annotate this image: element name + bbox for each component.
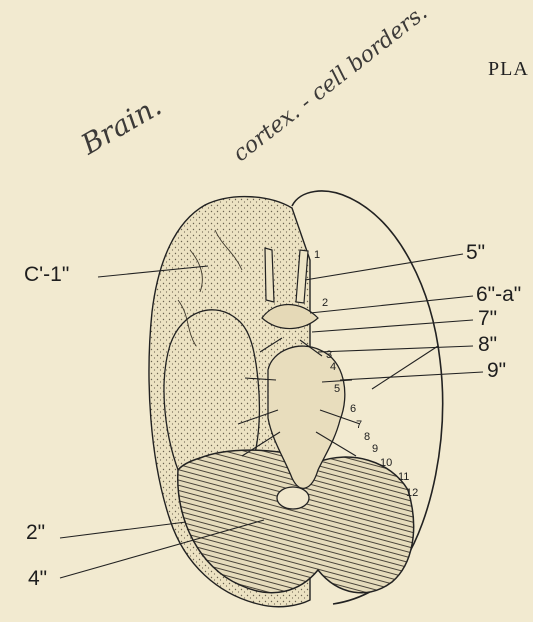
label-small-7: 7 <box>356 420 362 431</box>
label-small-10: 10 <box>380 458 392 469</box>
label-7: 7" <box>478 308 497 329</box>
label-small-6: 6 <box>350 404 356 415</box>
label-small-3: 3 <box>326 350 332 361</box>
label-small-1: 1 <box>314 250 320 261</box>
label-small-12: 12 <box>406 488 418 499</box>
olfactory-tract-left <box>265 248 274 302</box>
label-small-9: 9 <box>372 444 378 455</box>
label-2: 2" <box>26 522 45 543</box>
label-small-8: 8 <box>364 432 370 443</box>
medulla-section <box>277 487 309 509</box>
label-c-1: C'-1" <box>24 264 69 285</box>
label-5: 5" <box>466 242 485 263</box>
label-8: 8" <box>478 334 497 355</box>
label-small-11: 11 <box>398 472 409 483</box>
label-9: 9" <box>487 360 506 381</box>
label-small-2: 2 <box>322 298 328 309</box>
label-6a: 6"-a" <box>476 284 521 305</box>
plate-heading: PLA <box>488 58 529 81</box>
label-small-5: 5 <box>334 384 340 395</box>
label-4: 4" <box>28 568 47 589</box>
label-small-4: 4 <box>330 362 336 373</box>
